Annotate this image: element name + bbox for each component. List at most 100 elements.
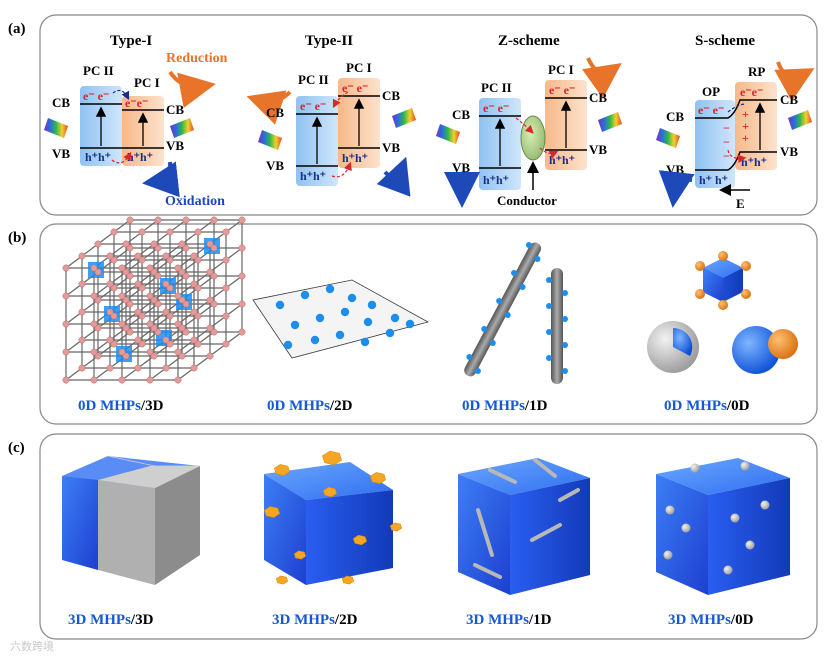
- scheme-title: Type-II: [305, 33, 353, 49]
- panel-b-label: (b): [8, 230, 26, 246]
- panel-c: (c): [8, 434, 817, 639]
- sheet-2d-illustration: [253, 280, 428, 358]
- electrons-left: e⁻ e⁻: [483, 101, 509, 115]
- caption-c-4: 3D MHPs/0D: [668, 612, 754, 628]
- cube-3d-1d: [458, 458, 590, 595]
- light-icon: [436, 124, 460, 144]
- caption-b-2: 0D MHPs/2D: [267, 398, 353, 414]
- light-icon: [44, 118, 68, 138]
- captions-b: 0D MHPs/3D 0D MHPs/2D 0D MHPs/1D 0D MHPs…: [78, 398, 750, 414]
- oxidation-arrow: [385, 168, 402, 177]
- holes-left: h⁺h⁺: [483, 173, 509, 187]
- electrons-left: e⁻ e⁻: [698, 103, 724, 117]
- scheme-z: Z-scheme PC II PC I e⁻ e⁻ e⁻ e⁻ h⁺h⁺ h⁺h…: [436, 33, 622, 208]
- right-pc-label: PC I: [346, 60, 372, 75]
- holes-left: h⁺h⁺: [85, 150, 111, 164]
- cb-label-right: CB: [780, 92, 798, 107]
- electrons-left: e⁻ e⁻: [300, 99, 326, 113]
- light-icon: [598, 112, 622, 132]
- reduction-arrow: [170, 72, 204, 87]
- vb-label: VB: [52, 146, 70, 161]
- holes-left: h⁺ h⁺: [699, 173, 728, 187]
- panel-b: (b): [8, 217, 817, 424]
- captions-c: 3D MHPs/3D 3D MHPs/2D 3D MHPs/1D 3D MHPs…: [68, 612, 754, 628]
- svg-text:−: −: [723, 149, 730, 163]
- framework-3d-illustration: [63, 217, 245, 383]
- left-pc-label: PC II: [83, 63, 114, 78]
- cb-label-right: CB: [166, 102, 184, 117]
- cube-3d-2d: [264, 451, 402, 585]
- cb-label: CB: [452, 107, 470, 122]
- reduction-arrow: [258, 92, 290, 102]
- vb-label-right: VB: [166, 138, 184, 153]
- caption-c-3: 3D MHPs/1D: [466, 612, 552, 628]
- reduction-label: Reduction: [166, 51, 228, 66]
- rod: [551, 268, 563, 384]
- caption-b-1: 0D MHPs/3D: [78, 398, 164, 414]
- holes-left: h⁺h⁺: [300, 169, 326, 183]
- right-pc-label: PC I: [134, 75, 160, 90]
- cb-label: CB: [266, 105, 284, 120]
- svg-text:−: −: [723, 121, 730, 135]
- light-icon: [392, 108, 416, 128]
- light-icon: [788, 110, 812, 130]
- oxidation-arrow: [674, 180, 692, 196]
- holes-right: h⁺h⁺: [127, 150, 153, 164]
- scheme-title: Z-scheme: [498, 33, 560, 49]
- light-icon: [656, 128, 680, 148]
- svg-text:−: −: [723, 135, 730, 149]
- right-pc-label: RP: [748, 64, 765, 79]
- rod: [462, 240, 543, 378]
- scheme-s: S-scheme OP RP e⁻ e⁻ e⁻e⁻ h⁺ h⁺ h⁺h⁺ + +…: [656, 33, 812, 211]
- vb-label-right: VB: [382, 140, 400, 155]
- caption-b-4: 0D MHPs/0D: [664, 398, 750, 414]
- conductor-label: Conductor: [497, 193, 557, 208]
- scheme-type-ii: Type-II PC II PC I e⁻ e⁻ e⁻ e⁻ h⁺h⁺ h⁺h⁺…: [258, 33, 416, 186]
- rods-1d-illustration: [462, 240, 568, 384]
- holes-right: h⁺h⁺: [342, 151, 368, 165]
- left-pc-label: OP: [702, 84, 720, 99]
- electrons-right: e⁻e⁻: [740, 85, 763, 99]
- cb-label: CB: [52, 95, 70, 110]
- panel-c-label: (c): [8, 440, 25, 456]
- oxidation-arrow: [462, 178, 476, 196]
- vb-label: VB: [266, 158, 284, 173]
- block-3d-3d: [62, 456, 200, 585]
- right-pc-label: PC I: [548, 62, 574, 77]
- cb-label-right: CB: [382, 88, 400, 103]
- electrons-right: e⁻e⁻: [125, 96, 148, 110]
- panel-a-label: (a): [8, 21, 26, 37]
- reduction-arrow: [778, 62, 804, 77]
- janus-particle-orange: [768, 329, 798, 359]
- caption-c-1: 3D MHPs/3D: [68, 612, 154, 628]
- particles-0d-illustration: [647, 251, 798, 374]
- vb-label-right: VB: [780, 144, 798, 159]
- caption-c-2: 3D MHPs/2D: [272, 612, 358, 628]
- scheme-title: Type-I: [110, 33, 152, 49]
- vb-label-right: VB: [589, 142, 607, 157]
- panel-a: (a) Type-I PC II PC I Reduction e⁻ e⁻ e⁻…: [8, 15, 817, 215]
- cb-label-right: CB: [589, 90, 607, 105]
- vb-label: VB: [452, 160, 470, 175]
- conductor-particle: [521, 116, 545, 160]
- light-icon: [170, 118, 194, 138]
- electrons-right: e⁻ e⁻: [549, 83, 575, 97]
- scheme-type-i: Type-I PC II PC I Reduction e⁻ e⁻ e⁻e⁻ h…: [44, 33, 228, 209]
- left-pc-label: PC II: [481, 80, 512, 95]
- holes-right: h⁺h⁺: [549, 153, 575, 167]
- caption-b-3: 0D MHPs/1D: [462, 398, 548, 414]
- cb-label: CB: [666, 109, 684, 124]
- svg-text:+: +: [742, 131, 749, 145]
- reduction-arrow: [588, 58, 612, 73]
- light-icon: [258, 130, 282, 150]
- electrons-left: e⁻ e⁻: [83, 89, 109, 103]
- cube-3d-0d: [656, 458, 790, 595]
- vb-label: VB: [666, 162, 684, 177]
- oxidation-label: Oxidation: [165, 194, 225, 209]
- watermark: 六数跨境: [10, 639, 54, 653]
- scheme-title: S-scheme: [695, 33, 755, 49]
- left-pc-label: PC II: [298, 72, 329, 87]
- field-label: E: [736, 196, 745, 211]
- holes-right: h⁺h⁺: [741, 155, 767, 169]
